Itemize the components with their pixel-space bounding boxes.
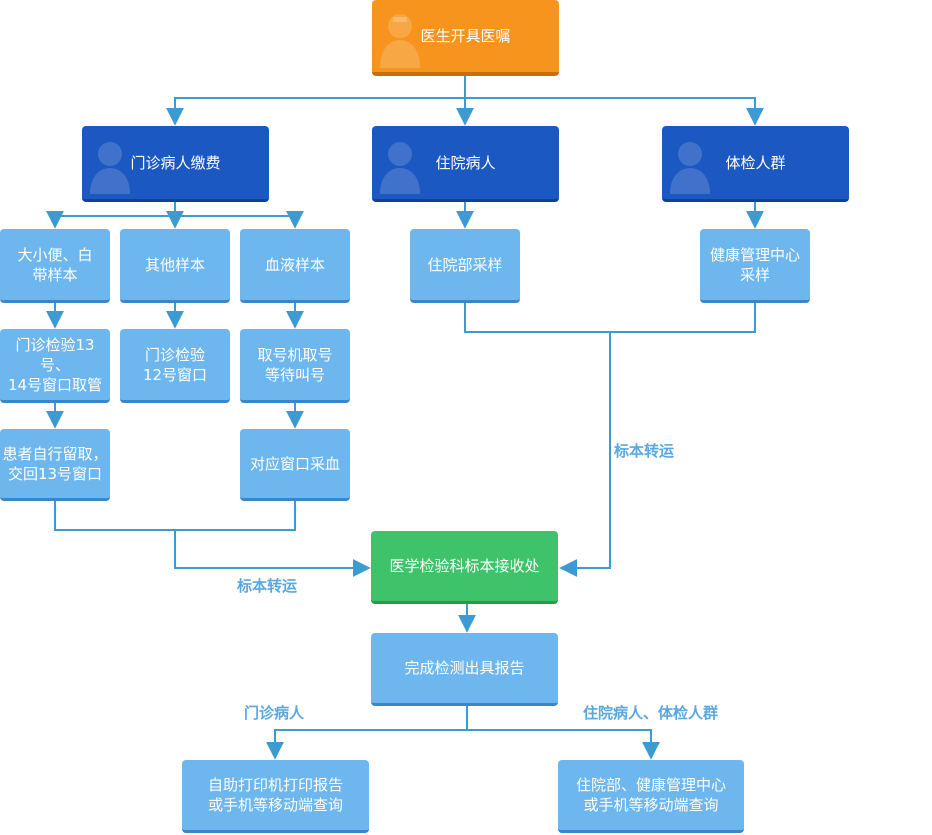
patient-icon: [670, 142, 710, 194]
patient-icon: [90, 142, 130, 194]
window-12-node: 门诊检验 12号窗口: [120, 329, 230, 403]
other-sample-label: 其他样本: [144, 255, 205, 274]
specimen-transfer-label-left: 标本转运: [237, 577, 298, 595]
self-collect-node: 患者自行留取， 交回13号窗口: [0, 429, 110, 501]
lab-reception-label: 医学检验科标本接收处: [389, 557, 540, 575]
report-label: 完成检测出具报告: [404, 659, 525, 677]
specimen-transfer-label-right: 标本转运: [614, 442, 675, 460]
blood-draw-label: 对应窗口采血: [249, 454, 340, 473]
inpatient-node: 住院病人: [372, 126, 559, 202]
connector-doctor-checkup: [465, 97, 764, 126]
self-print-node: 自助打印机打印报告 或手机等移动端查询: [182, 760, 369, 833]
urine-stool-sample-label: 大小便、白 带样本: [17, 245, 93, 284]
urine-stool-sample-node: 大小便、白 带样本: [0, 229, 110, 303]
ward-query-label: 住院部、健康管理中心 或手机等移动端查询: [575, 776, 726, 814]
self-print-label: 自助打印机打印报告 或手机等移动端查询: [207, 776, 343, 814]
connector-report-ward: [467, 729, 660, 760]
connector-outpatient-urine: [46, 200, 176, 229]
window-12-label: 门诊检验 12号窗口: [142, 345, 208, 384]
doctor-icon: [380, 14, 420, 68]
connector-doctor-outpatient: [166, 74, 466, 126]
ward-branch-label: 住院病人、体检人群: [583, 704, 719, 722]
checkup-group-node: 体检人群: [662, 126, 849, 202]
connector-right-merge: [464, 302, 756, 333]
self-collect-label: 患者自行留取， 交回13号窗口: [2, 444, 108, 483]
blood-sample-label: 血液样本: [264, 255, 325, 274]
blood-draw-node: 对应窗口采血: [240, 429, 350, 501]
outpatient-branch-label: 门诊病人: [244, 704, 305, 722]
take-number-label: 取号机取号 等待叫号: [257, 345, 333, 384]
take-number-node: 取号机取号 等待叫号: [240, 329, 350, 403]
outpatient-payment-label: 门诊病人缴费: [130, 153, 221, 172]
inpatient-collection-label: 住院部采样: [427, 255, 503, 274]
report-node: 完成检测出具报告: [371, 633, 558, 706]
patient-icon: [380, 142, 420, 194]
connector-left-to-lab: [174, 530, 371, 577]
inpatient-label: 住院病人: [435, 153, 496, 172]
window-13-14-label: 门诊检验13号、 14号窗口取管: [7, 335, 103, 394]
doctor-order-node: 医生开具医嘱: [372, 0, 559, 76]
window-13-14-node: 门诊检验13号、 14号窗口取管: [0, 329, 110, 403]
ward-query-node: 住院部、健康管理中心 或手机等移动端查询: [558, 760, 744, 833]
blood-sample-node: 血液样本: [240, 229, 350, 303]
connector-outpatient-blood: [175, 210, 304, 229]
lab-reception-node: 医学检验科标本接收处: [371, 531, 558, 604]
connector-right-to-lab: [559, 332, 611, 577]
outpatient-payment-node: 门诊病人缴费: [82, 126, 269, 202]
other-sample-node: 其他样本: [120, 229, 230, 303]
health-center-collection-node: 健康管理中心 采样: [700, 229, 810, 303]
inpatient-collection-node: 住院部采样: [410, 229, 520, 303]
connector-report-outpatient: [266, 706, 468, 760]
connector-left-merge: [54, 500, 296, 531]
health-center-collection-label: 健康管理中心 采样: [709, 245, 800, 284]
doctor-order-label: 医生开具医嘱: [420, 27, 511, 45]
checkup-group-label: 体检人群: [725, 153, 786, 172]
